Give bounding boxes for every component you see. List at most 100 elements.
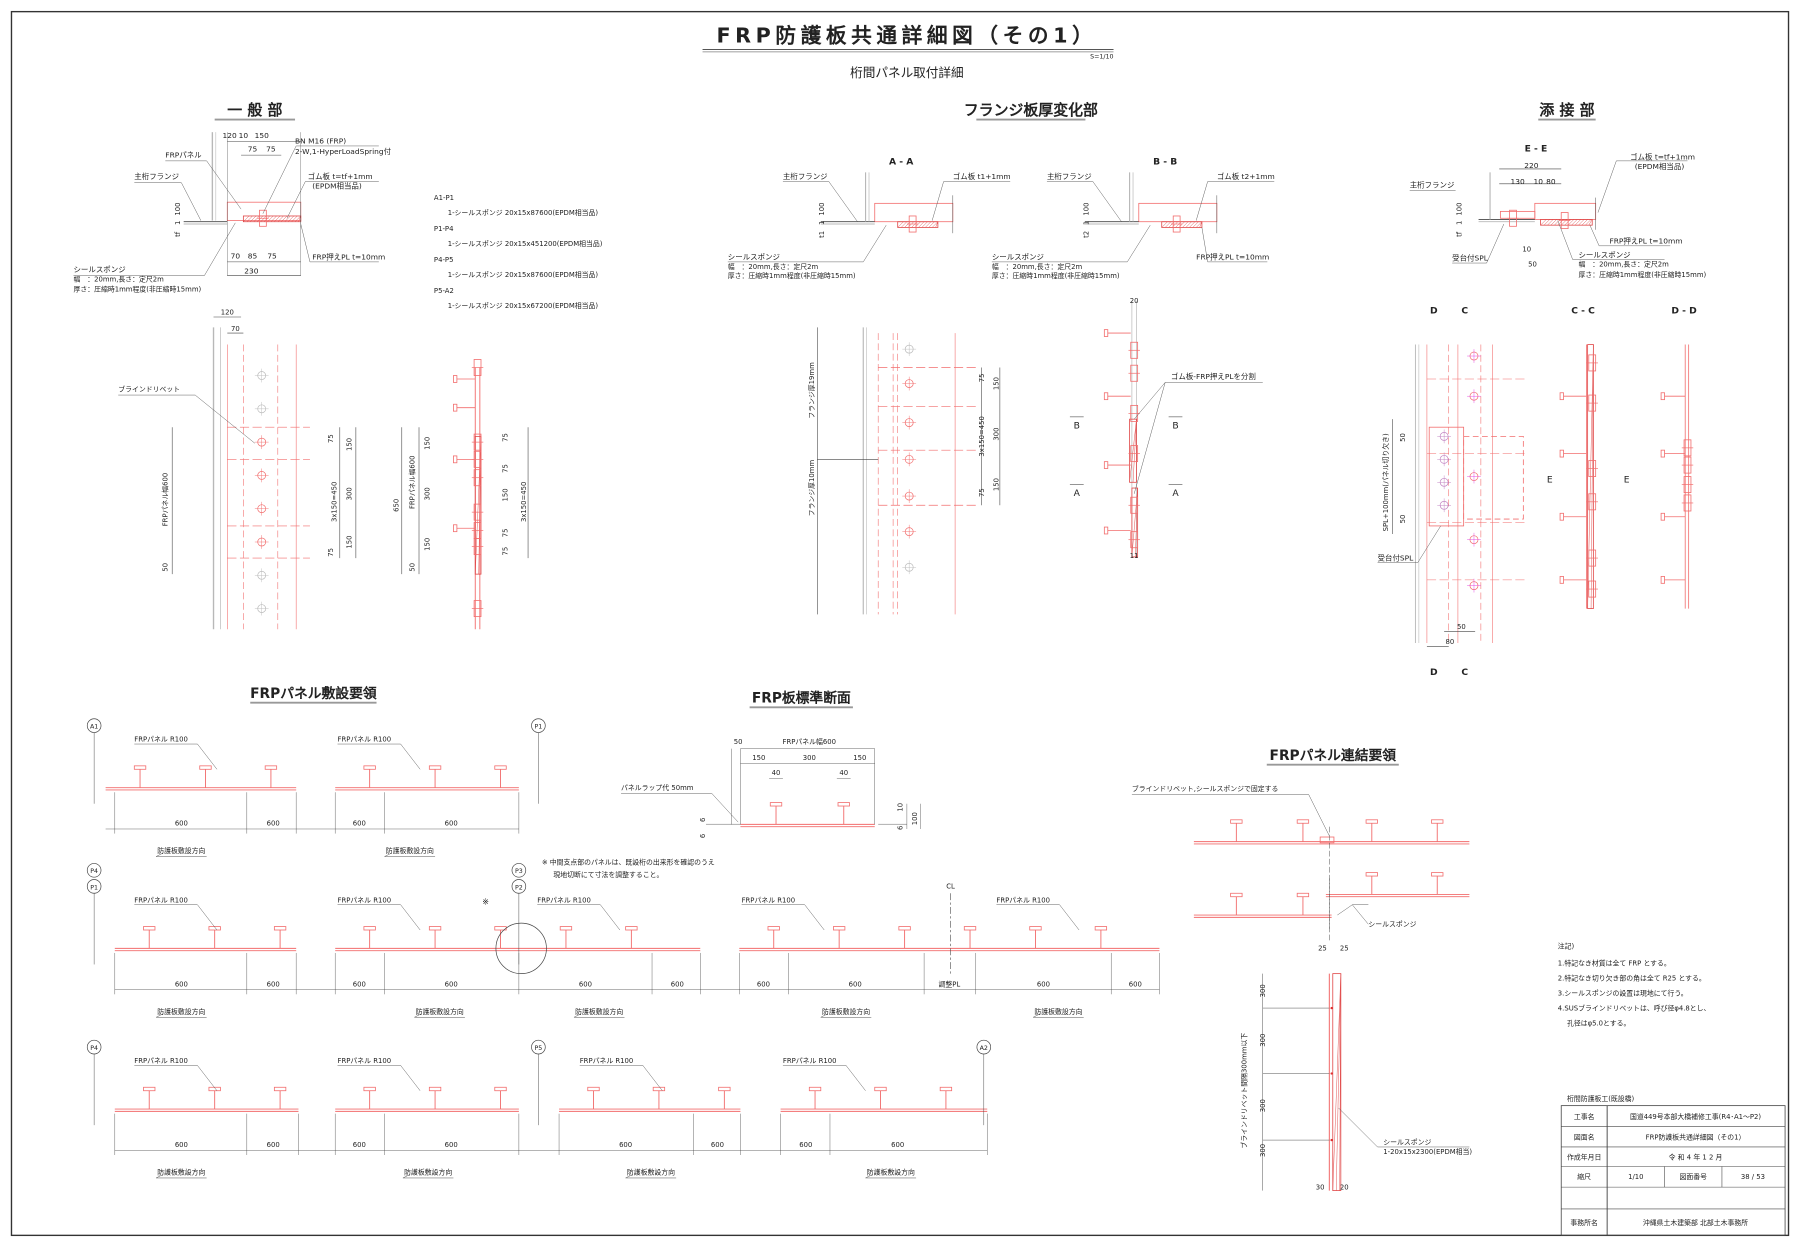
leader-line — [828, 181, 858, 222]
rib-cap — [428, 1086, 442, 1092]
label-splice-elev-d50c: 50 — [1457, 623, 1466, 631]
hatch — [246, 215, 253, 222]
label-layout-panel_label: FRPパネル R100 — [338, 1057, 392, 1065]
label-standard-d10: 10 — [896, 803, 904, 812]
lap-joint — [1319, 836, 1335, 844]
rib-cap — [363, 926, 376, 931]
label-splice-ee-d130: 130 — [1510, 177, 1524, 186]
rib-cap — [363, 765, 376, 770]
label-layout-rows-1-markers-0: P4 — [90, 868, 98, 875]
label-flange-bb-press_pl: FRP押えPL t=10mm — [1196, 252, 1269, 262]
label-general-dims-d10: 10 — [239, 131, 249, 140]
drawing-geometry — [73, 49, 1786, 1236]
rect — [453, 375, 458, 383]
hatch — [1581, 219, 1588, 226]
label-layout-direction: 防護板敷設方向 — [822, 1007, 870, 1016]
label-layout-panel_label: FRPパネル R100 — [338, 896, 392, 904]
label-layout-direction: 防護板敷設方向 — [1034, 1007, 1082, 1016]
rib-cap — [1296, 892, 1310, 898]
rect — [1660, 512, 1665, 521]
label-layout-rows-2-dims-0: 600 — [175, 1141, 188, 1149]
leader-line — [804, 904, 825, 931]
label-general-elev2-d150a: 150 — [423, 437, 431, 450]
label-layout-rows-1-dims-0: 600 — [175, 980, 188, 988]
label-flange-bb-rubber: ゴム板 t2+1mm — [1217, 171, 1275, 181]
hatch — [1196, 221, 1203, 228]
label-title_block-work_label: 工事名 — [1574, 1112, 1595, 1121]
hatch — [250, 215, 257, 222]
leader-line — [1597, 160, 1617, 213]
label-layout-rows-0-dims-2: 600 — [353, 820, 366, 828]
hatch — [253, 215, 260, 222]
leader-line — [1308, 794, 1330, 836]
hatch — [287, 215, 295, 222]
label-layout-rows-2-markers-1: P5 — [534, 1045, 542, 1052]
label-general-sponge_list-2-span: P4-P5 — [434, 256, 454, 264]
line — [625, 1174, 633, 1179]
rib-cap — [273, 1086, 287, 1092]
hatch — [1567, 219, 1575, 226]
label-standard-d150b: 150 — [853, 754, 866, 762]
label-splice-ee-d10b: 10 — [1522, 246, 1531, 254]
rect — [1103, 526, 1109, 535]
line — [573, 1013, 581, 1018]
rib-cap — [587, 1086, 600, 1092]
label-flange-aa-d1: 1 — [818, 221, 826, 225]
label-layout-direction: 防護板敷設方向 — [867, 1168, 915, 1177]
hatch — [284, 215, 291, 222]
hatch — [1189, 221, 1196, 228]
label-layout-note1: ※ 中間支点部のパネルは、既設桁の出来形を確認のうえ — [542, 858, 715, 867]
leader-line — [1417, 525, 1441, 563]
hatch — [1332, 973, 1342, 1191]
label-layout-rows-2-dims-1: 600 — [267, 1141, 280, 1149]
label-layout-rows-1-markers-3: P2 — [515, 884, 523, 891]
hatch — [1574, 219, 1581, 226]
hatch — [1185, 221, 1192, 228]
rect — [453, 455, 458, 464]
label-splice-ee-rubber: ゴム板 t=tf+1mm — [1630, 152, 1695, 162]
hatch — [1165, 221, 1172, 228]
label-splice-elev-dd: D - D — [1671, 306, 1697, 317]
label-joint-sponge2: シールスポンジ — [1383, 1139, 1431, 1147]
label-flange-aa-rubber: ゴム板 t1+1mm — [953, 171, 1011, 181]
label-standard-width: FRPパネル幅600 — [783, 737, 837, 746]
label-splice-elev-d: D — [1430, 306, 1438, 317]
label-flange-aa-girder_flange: 主桁フランジ — [783, 171, 828, 181]
label-notes-items-0: 1.特記なき材質は全て FRP とする。 — [1558, 959, 1671, 968]
rib-cap — [833, 926, 846, 931]
label-standard-d40a: 40 — [772, 769, 781, 777]
rect — [453, 524, 458, 533]
line — [156, 852, 164, 857]
label-flange-aa-sponge: シールスポンジ — [728, 253, 781, 262]
hatch — [1129, 419, 1137, 483]
label-layout-direction: 防護板敷設方向 — [157, 1007, 205, 1016]
label-splice-elev-e: E — [1547, 474, 1553, 485]
label-general-dims-d230: 230 — [244, 266, 258, 275]
hatch — [1588, 219, 1593, 226]
label-general-elev1-width: FRPパネル幅600 — [161, 473, 170, 527]
rib-cap — [1365, 819, 1378, 824]
label-layout-direction: 防護板敷設方向 — [157, 846, 205, 855]
label-joint-d20: 20 — [1340, 1183, 1349, 1191]
hatched-plate — [1540, 219, 1593, 226]
rect — [1499, 210, 1536, 219]
rib-cap — [199, 765, 212, 770]
label-general-elev2-d75a: 75 — [501, 433, 509, 442]
leader-line — [400, 1065, 421, 1091]
label-splice-ee-title: E - E — [1525, 144, 1548, 155]
label-title-main: FRP防護板共通詳細図（その1） — [716, 24, 1097, 48]
splice-plate — [1463, 435, 1524, 520]
hatch — [1192, 221, 1199, 228]
line — [402, 1174, 410, 1179]
leader-line — [1127, 225, 1151, 263]
label-layout-panel_label: FRPパネル R100 — [134, 736, 188, 744]
rect — [1103, 461, 1109, 469]
rib-cap — [874, 1086, 887, 1092]
hatch — [1335, 973, 1342, 1191]
label-joint-title: FRPパネル連結要領 — [1270, 747, 1397, 764]
label-layout-rows-1-dims-2: 600 — [353, 980, 366, 988]
label-joint-d300d: 300 — [1259, 1144, 1267, 1157]
label-general-title: 一 般 部 — [227, 101, 282, 119]
label-notes-items-1: 2.特記なき切り欠き部の角は全て R25 とする。 — [1558, 974, 1706, 983]
